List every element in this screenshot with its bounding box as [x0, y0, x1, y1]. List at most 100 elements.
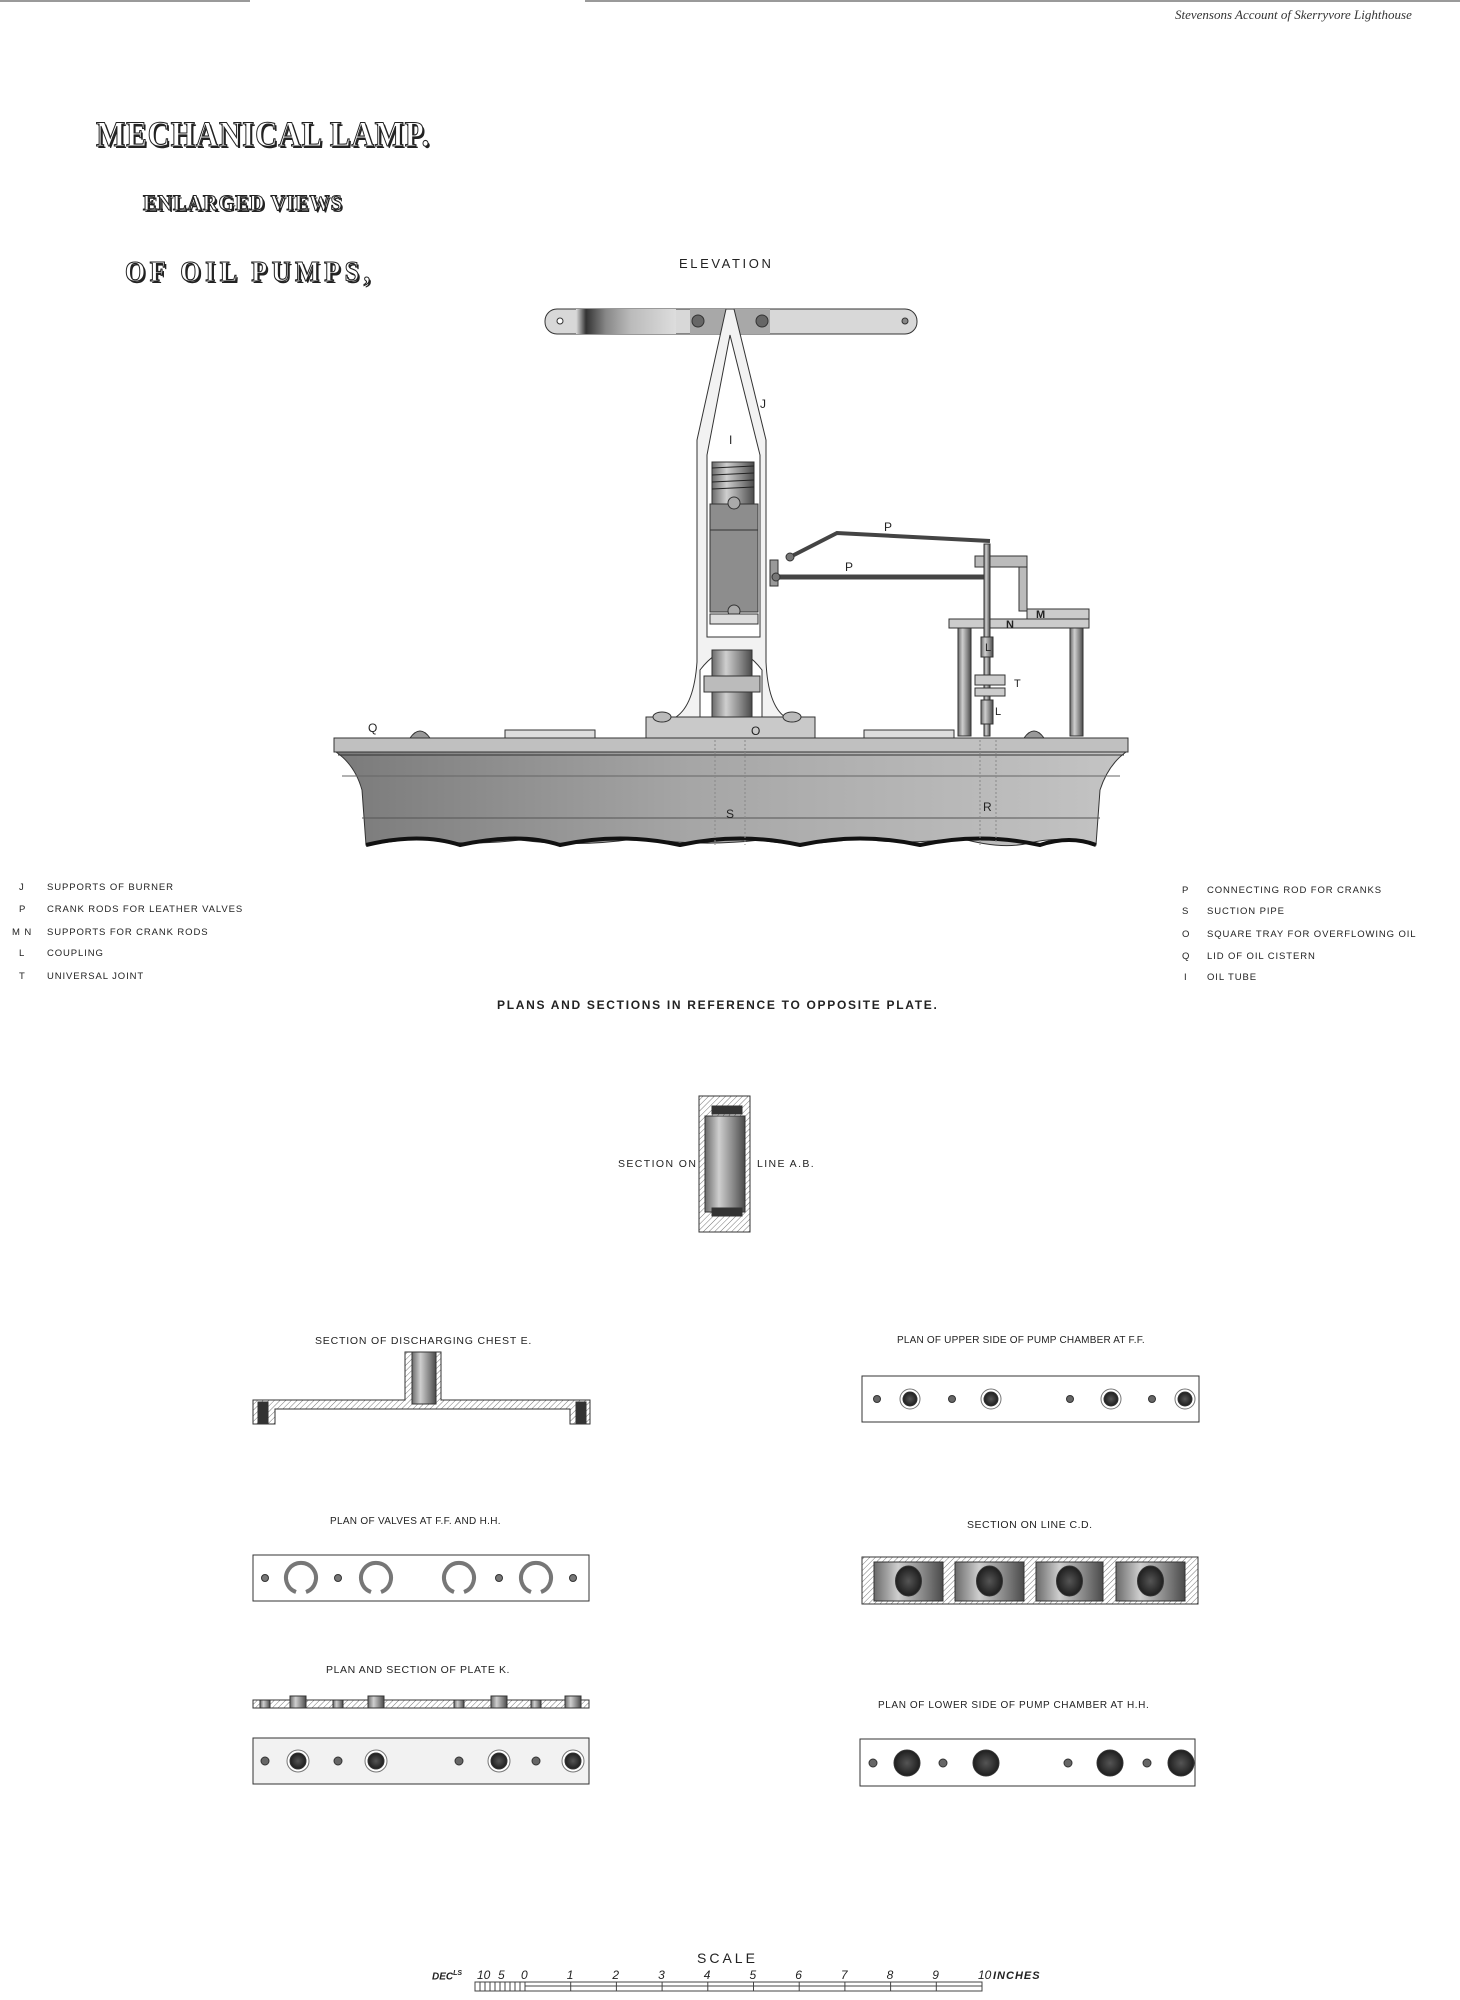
valve-ring	[442, 1560, 476, 1594]
elevation-title: ELEVATION	[679, 256, 774, 271]
caption-valves: PLAN OF VALVES AT F.F. AND H.H.	[330, 1516, 501, 1527]
label-r: R	[983, 800, 992, 814]
small-hole	[334, 1574, 342, 1582]
small-hole	[873, 1395, 881, 1403]
scale-tick-label: 9	[932, 1968, 939, 1982]
legend-letter: P	[1182, 885, 1190, 896]
scale-tick-label: 2	[611, 1968, 619, 1982]
caption-lower-plan: PLAN OF LOWER SIDE OF PUMP CHAMBER AT H.…	[878, 1700, 1150, 1711]
scale-tick-label: 1	[567, 1968, 574, 1982]
label-l-upper: L	[985, 642, 991, 654]
large-hole	[1177, 1391, 1193, 1407]
small-hole	[868, 1758, 878, 1768]
scale-tick-label: 6	[795, 1968, 802, 1982]
large-hole	[902, 1391, 918, 1407]
small-hole	[1142, 1758, 1152, 1768]
label-j: J	[760, 397, 766, 411]
small-hole	[1066, 1395, 1074, 1403]
legend-letter: O	[1182, 929, 1191, 940]
small-hole	[1063, 1758, 1073, 1768]
section-ab-drawing	[698, 1095, 751, 1233]
plate-k-bore	[490, 1695, 508, 1709]
legend-letter: S	[1182, 906, 1190, 917]
small-hole	[260, 1756, 270, 1766]
caption-section-ab-right: LINE A.B.	[757, 1158, 816, 1170]
scale-title: SCALE	[697, 1950, 758, 1966]
small-hole	[938, 1758, 948, 1768]
label-i: I	[729, 433, 732, 447]
plate-k-drawing	[252, 1695, 590, 1785]
legend-text: LID OF OIL CISTERN	[1207, 951, 1316, 962]
valves-plan-drawing	[252, 1554, 590, 1602]
connecting-rod-p	[789, 530, 991, 559]
screw-icon	[691, 314, 705, 328]
legend-text: SUCTION PIPE	[1207, 906, 1285, 917]
screw-icon	[755, 314, 769, 328]
large-hole	[1103, 1391, 1119, 1407]
caption-chest: SECTION OF DISCHARGING CHEST E.	[315, 1335, 533, 1347]
label-t: T	[1014, 678, 1021, 690]
legend-text: SUPPORTS FOR CRANK RODS	[47, 927, 209, 938]
scale-tick-label: 5	[498, 1968, 505, 1982]
legend-letter: J	[19, 882, 25, 893]
caption-plate-k: PLAN AND SECTION OF PLATE K.	[326, 1664, 511, 1676]
large-hole	[972, 1749, 1000, 1777]
caption-section-cd: SECTION ON LINE C.D.	[967, 1519, 1093, 1531]
scale-unit: INCHES	[993, 1970, 1041, 1982]
valve-ring	[284, 1560, 318, 1594]
caption-upper-plan: PLAN OF UPPER SIDE OF PUMP CHAMBER AT F.…	[897, 1335, 1145, 1346]
scale-tick-label: 5	[750, 1968, 757, 1982]
small-hole	[495, 1574, 503, 1582]
small-hole	[454, 1756, 464, 1766]
legend-text: OIL TUBE	[1207, 972, 1257, 983]
plate-k-bore	[530, 1699, 542, 1709]
valve-ring	[359, 1560, 393, 1594]
legend-text: UNIVERSAL JOINT	[47, 971, 145, 982]
small-hole	[333, 1756, 343, 1766]
label-q: Q	[368, 721, 377, 735]
large-hole	[1096, 1749, 1124, 1777]
plate-subtitle-1: ENLARGED VIEWS	[142, 189, 343, 215]
plate-k-bore	[367, 1695, 385, 1709]
legend-text: CONNECTING ROD FOR CRANKS	[1207, 885, 1383, 896]
running-head: Stevensons Account of Skerryvore Lightho…	[1175, 7, 1412, 22]
coupling-l	[980, 636, 994, 658]
chamber-bore	[895, 1565, 922, 1597]
legend-letter: P	[19, 904, 27, 915]
scale-tick-label: 10	[978, 1968, 992, 1982]
small-hole	[948, 1395, 956, 1403]
scale-bar	[474, 1981, 983, 1992]
legend-letter: M N	[12, 927, 33, 938]
plate-title: MECHANICAL LAMP.	[96, 113, 431, 154]
chamber-bore	[1137, 1565, 1164, 1597]
scale-tick-label: 0	[521, 1968, 528, 1982]
label-o: O	[751, 724, 760, 738]
cistern-lid-q	[333, 737, 1129, 753]
support-n	[948, 618, 1090, 629]
plate-k-bore	[289, 1695, 307, 1709]
legend-letter: L	[19, 948, 26, 959]
large-hole	[1167, 1749, 1195, 1777]
label-l-lower: L	[995, 706, 1001, 718]
large-hole	[564, 1752, 582, 1770]
plate-k-bore	[564, 1695, 582, 1709]
scale-tick-label: 10	[477, 1968, 491, 1982]
legend-letter: Q	[1182, 951, 1191, 962]
discharging-chest-drawing	[252, 1351, 591, 1425]
plate-k-bore	[453, 1699, 465, 1709]
legend-text: COUPLING	[47, 948, 104, 959]
large-hole	[289, 1752, 307, 1770]
legend-letter: T	[19, 971, 26, 982]
scale-tick-label: 8	[887, 1968, 894, 1982]
plate-k-bore	[259, 1699, 271, 1709]
small-hole	[531, 1756, 541, 1766]
legend-text: SQUARE TRAY FOR OVERFLOWING OIL	[1207, 929, 1417, 940]
upper-side-plan-drawing	[861, 1375, 1200, 1423]
label-p-lower: P	[845, 560, 853, 574]
top-border-right	[585, 0, 1460, 2]
oil-cistern	[334, 751, 1128, 847]
chamber-bore	[976, 1565, 1003, 1597]
large-hole	[893, 1749, 921, 1777]
plate-subtitle-2: OF OIL PUMPS,	[125, 255, 375, 288]
